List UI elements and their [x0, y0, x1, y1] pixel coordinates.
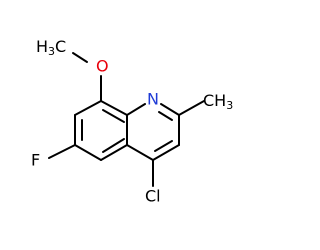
bond-c5-c4a-inner: [102, 138, 125, 153]
bond-c3-c4-inner: [154, 140, 173, 152]
methyl-right-subscript: 3: [226, 99, 233, 112]
methyl-left-label: H3C: [36, 37, 66, 58]
oxygen-label: O: [96, 57, 109, 76]
methyl-right-label: CH3: [203, 91, 233, 112]
bond-layer: [48, 52, 205, 187]
chemical-structure-diagram: H3C O N CH3 F Cl: [31, 37, 233, 206]
bond-c6-c5: [74, 144, 102, 161]
nitrogen-label: N: [147, 90, 159, 109]
bond-c8a-c8: [100, 100, 128, 116]
bond-c6-fluorine: [48, 144, 76, 159]
methyl-left-hydrogen: H: [36, 37, 48, 56]
methyl-left-subscript: 3: [48, 45, 55, 58]
bond-c8-c7: [74, 100, 102, 116]
chlorine-label: Cl: [145, 187, 161, 206]
bond-methyl-oxygen: [72, 52, 88, 63]
bond-c5-c4a: [100, 144, 128, 161]
bond-c2-methyl: [178, 100, 205, 116]
fluorine-label: F: [31, 151, 40, 170]
methyl-right-main: CH: [203, 91, 226, 110]
bond-c4-c4a: [126, 144, 154, 161]
bond-n1-c2: [160, 103, 180, 116]
methyl-left-carbon: C: [55, 37, 66, 56]
bond-n1-c2-inner: [158, 111, 173, 121]
bond-c8a-n1: [126, 103, 146, 116]
atom-label-layer: H3C O N CH3 F Cl: [31, 37, 233, 206]
bond-c3-c4: [152, 144, 180, 161]
bond-c8a-c8-inner: [102, 109, 125, 123]
